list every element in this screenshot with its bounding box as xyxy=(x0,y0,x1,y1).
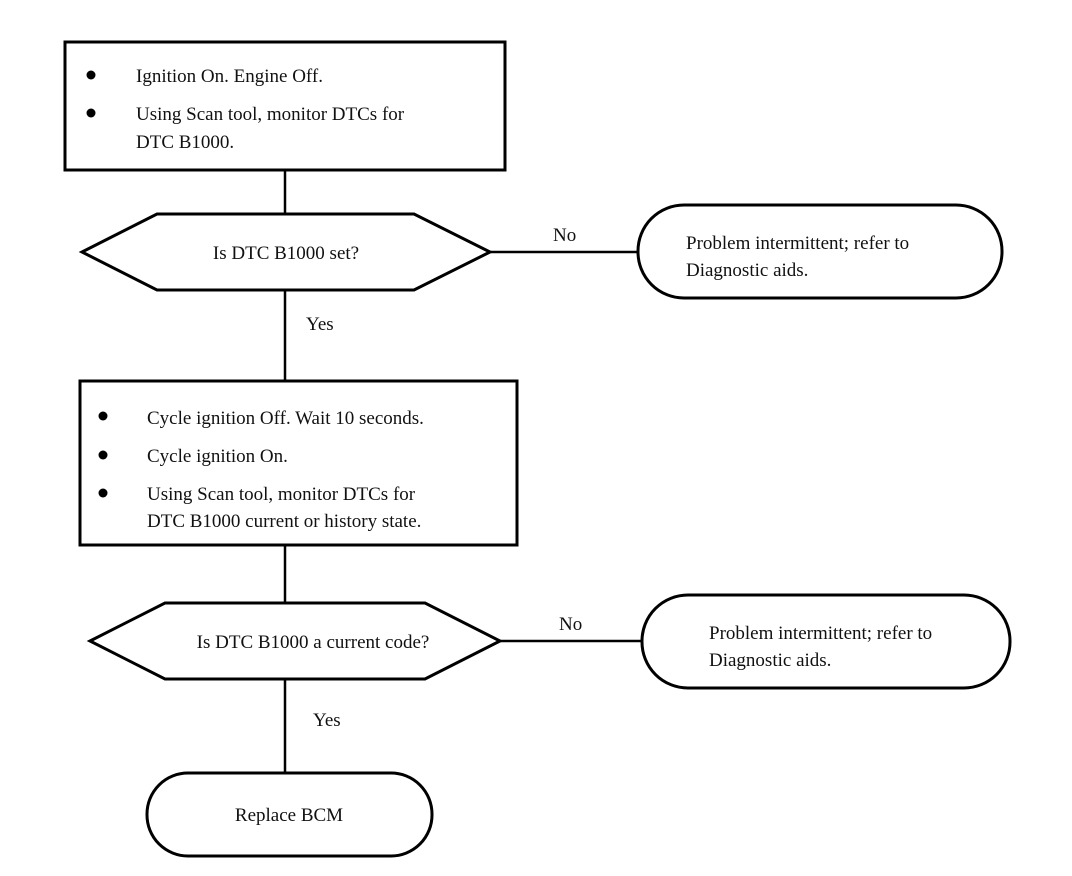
bullet-icon xyxy=(98,488,108,498)
terminal1-line-2: Diagnostic aids. xyxy=(686,260,808,281)
terminal2-oval: Problem intermittent; refer to Diagnosti… xyxy=(640,593,1012,690)
final-oval: Replace BCM xyxy=(145,771,434,858)
bullet-icon xyxy=(98,450,108,460)
terminal2-line-2: Diagnostic aids. xyxy=(709,650,831,671)
terminal1-oval: Problem intermittent; refer to Diagnosti… xyxy=(636,203,1004,300)
bullet-icon xyxy=(86,70,96,80)
decision1-diamond: Is DTC B1000 set? xyxy=(78,212,494,292)
decision2-yes-label: Yes xyxy=(313,710,341,731)
decision1-yes-label: Yes xyxy=(306,314,334,335)
step1-bullet-2-line-1: Using Scan tool, monitor DTCs for xyxy=(136,104,405,125)
final-label: Replace BCM xyxy=(235,805,343,826)
decision2-diamond: Is DTC B1000 a current code? xyxy=(86,601,504,681)
step2-bullet-2-line-1: Cycle ignition On. xyxy=(147,446,288,467)
decision1-question: Is DTC B1000 set? xyxy=(213,243,359,264)
terminal2-line-1: Problem intermittent; refer to xyxy=(709,623,932,644)
decision2-no-label: No xyxy=(559,614,582,635)
bullet-icon xyxy=(98,411,108,421)
decision1-no-label: No xyxy=(553,225,576,246)
step2-bullet-1-line-1: Cycle ignition Off. Wait 10 seconds. xyxy=(147,408,424,429)
step2-bullet-3-line-2: DTC B1000 current or history state. xyxy=(147,511,421,532)
step1-box: Ignition On. Engine Off. Using Scan tool… xyxy=(63,40,507,172)
terminal1-line-1: Problem intermittent; refer to xyxy=(686,233,909,254)
decision2-question: Is DTC B1000 a current code? xyxy=(197,632,430,653)
step1-bullet-2-line-2: DTC B1000. xyxy=(136,132,234,153)
step2-bullet-3-line-1: Using Scan tool, monitor DTCs for xyxy=(147,484,416,505)
step2-box: Cycle ignition Off. Wait 10 seconds. Cyc… xyxy=(78,379,519,547)
bullet-icon xyxy=(86,108,96,118)
step1-bullet-1-line-1: Ignition On. Engine Off. xyxy=(136,66,323,87)
